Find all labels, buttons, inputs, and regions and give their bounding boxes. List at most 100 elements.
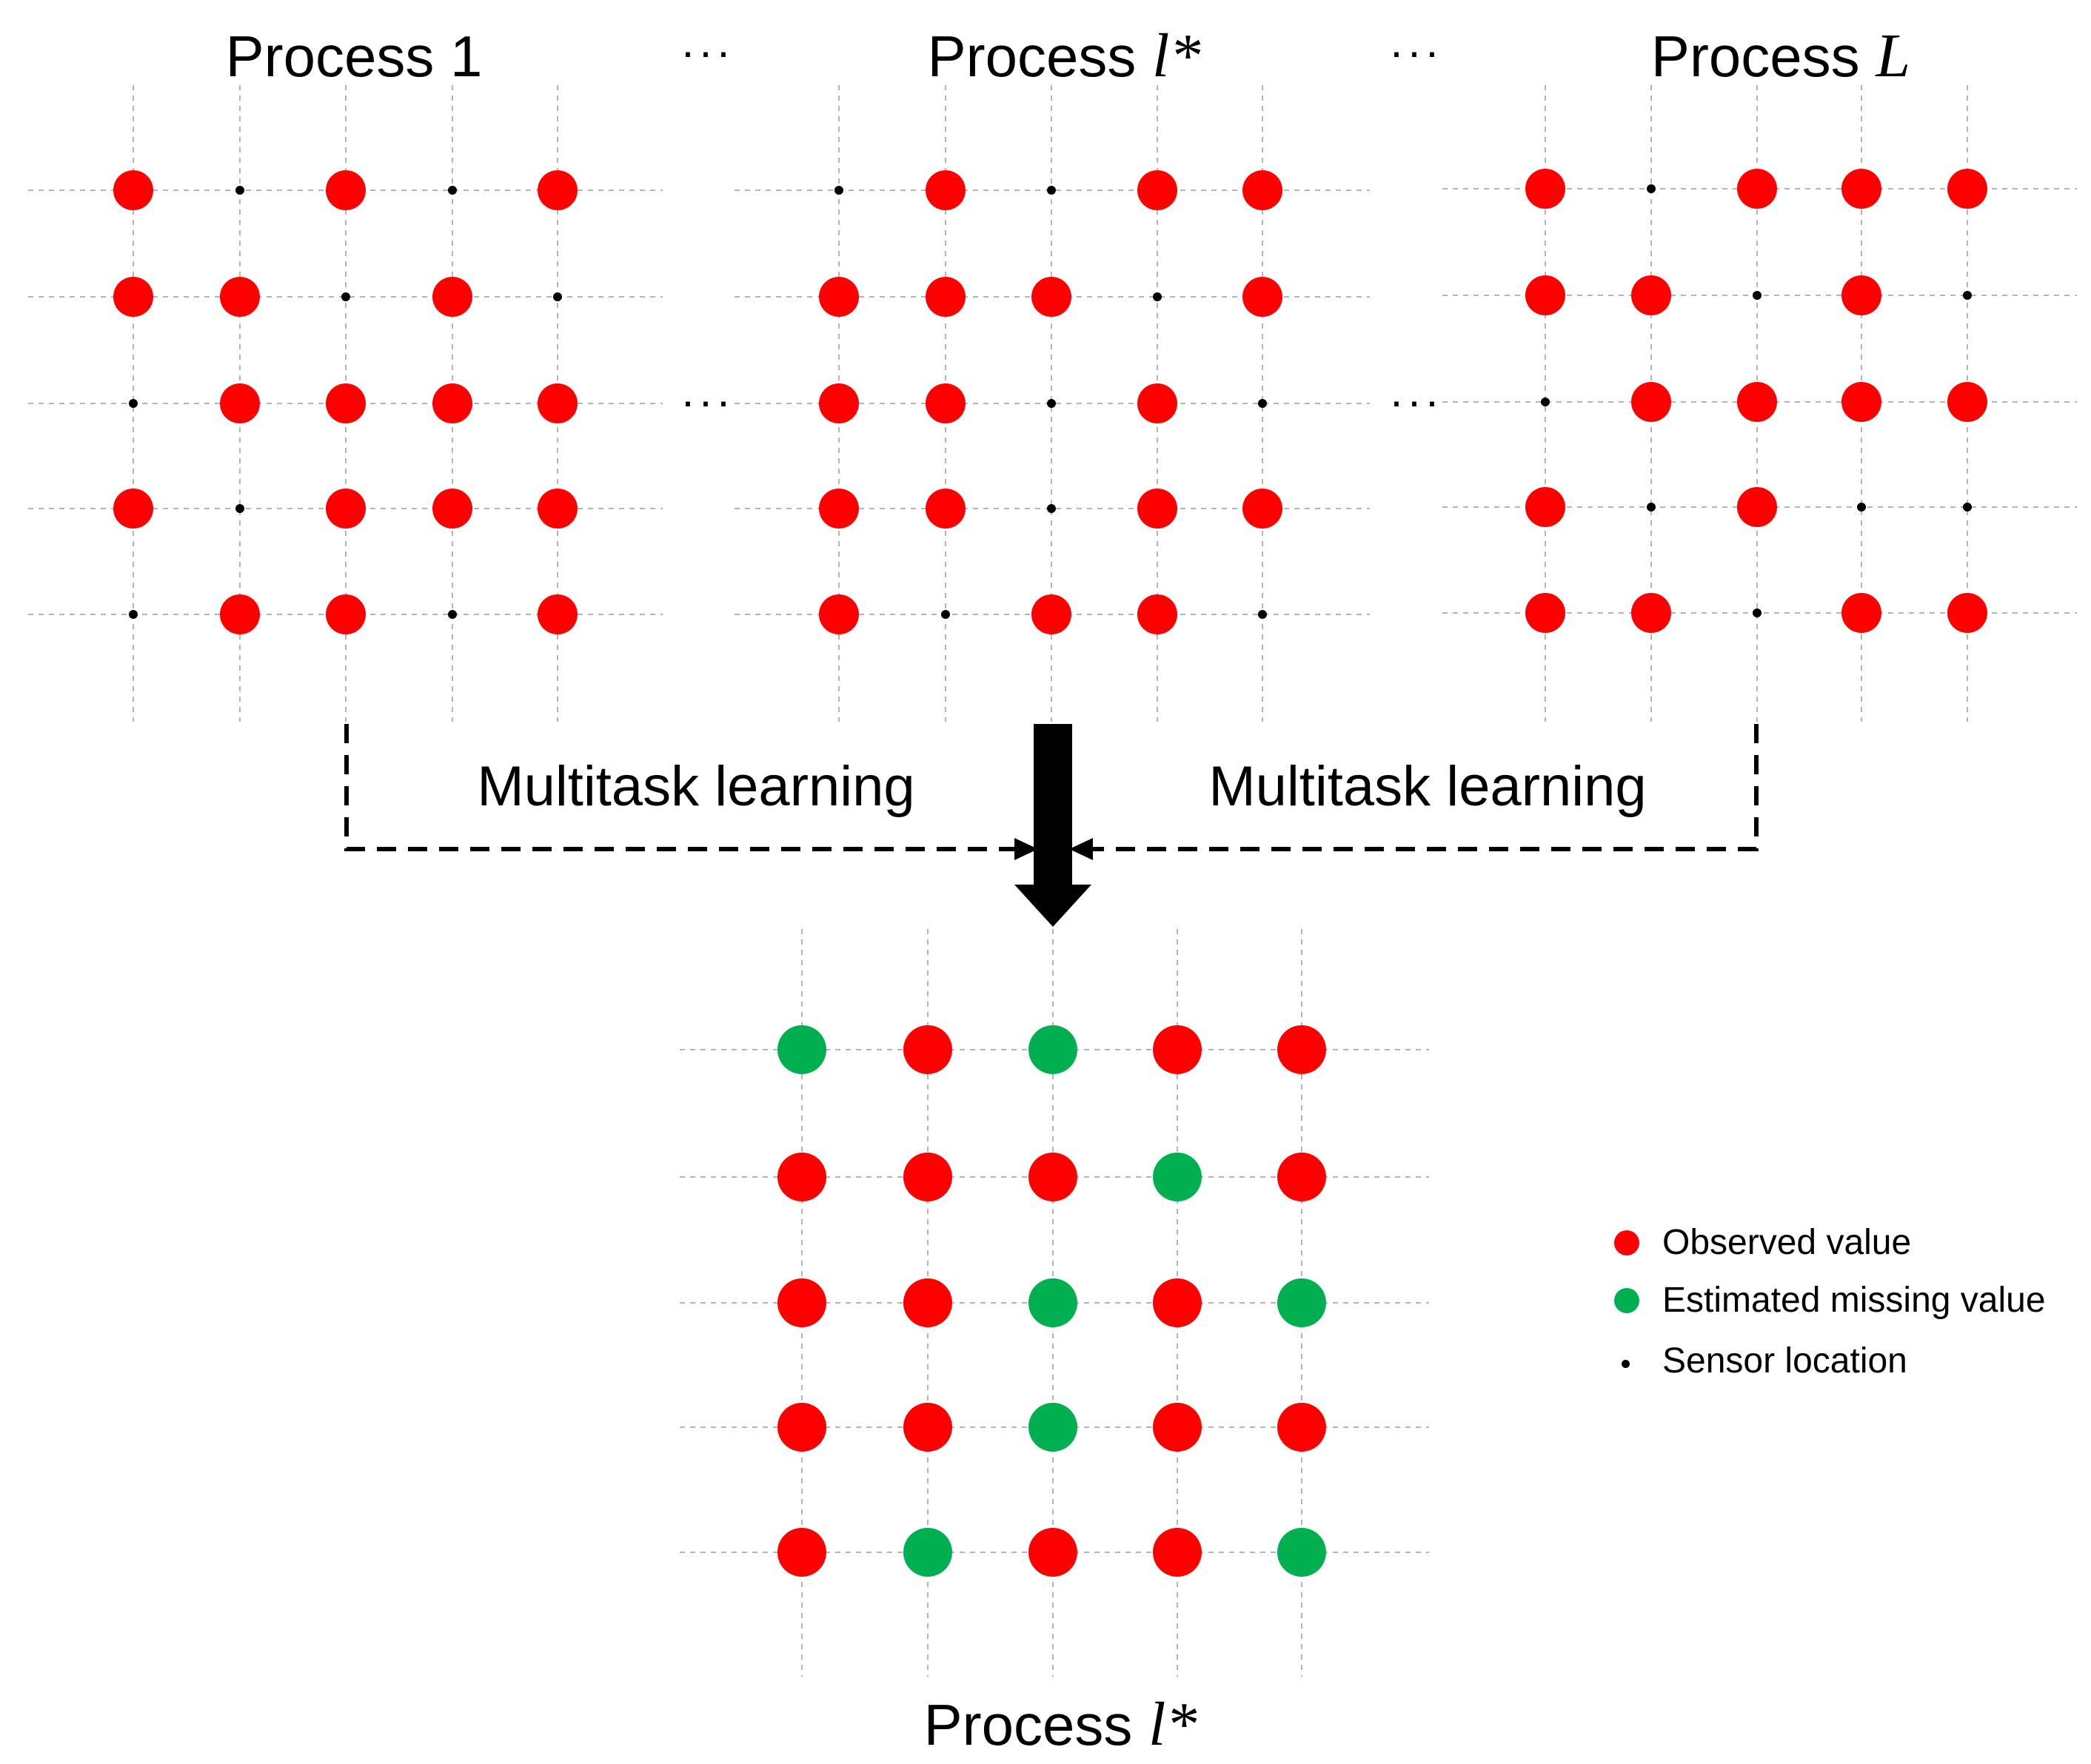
observed-point [777, 1153, 826, 1201]
sensor-point [235, 186, 244, 195]
sensor-point [448, 610, 457, 619]
observed-point [538, 383, 578, 423]
observed-point [819, 383, 859, 423]
observed-point [326, 594, 366, 634]
observed-point [1841, 275, 1881, 315]
observed-point [326, 489, 366, 529]
observed-point [113, 489, 153, 529]
legend-estimated-marker [1614, 1288, 1639, 1313]
title-result-process: Process l* [924, 1694, 1197, 1756]
ellipsis-top-1: ··· [680, 27, 734, 76]
dashed-arrow-right-head [1069, 838, 1093, 860]
sensor-point [1541, 398, 1550, 406]
ellipsis-mid-2: ··· [1389, 376, 1442, 426]
legend-observed-marker [1614, 1230, 1639, 1255]
observed-point [1242, 170, 1282, 210]
result-grid [680, 929, 1429, 1677]
observed-point [926, 489, 966, 529]
sensor-point [1258, 610, 1267, 619]
observed-point [1028, 1528, 1077, 1577]
observed-point [1277, 1153, 1326, 1201]
observed-point [1137, 170, 1177, 210]
observed-point [1525, 275, 1565, 315]
sensor-point [553, 292, 562, 301]
observed-point [1028, 1153, 1077, 1201]
sensor-point [235, 504, 244, 513]
sensor-point [1963, 503, 1972, 512]
observed-point [1947, 593, 1987, 633]
sensor-point [341, 292, 350, 301]
observed-point [432, 277, 472, 317]
observed-point [220, 594, 260, 634]
sensor-point [1047, 186, 1056, 195]
observed-point [538, 594, 578, 634]
observed-point [1137, 383, 1177, 423]
estimated-point [1028, 1403, 1077, 1452]
dashed-arrow-left [344, 724, 1018, 851]
observed-point [819, 489, 859, 529]
observed-point [1631, 275, 1671, 315]
estimated-point [1153, 1153, 1202, 1201]
observed-point [1737, 382, 1777, 422]
observed-point [220, 277, 260, 317]
observed-point [903, 1153, 952, 1201]
observed-point [1153, 1278, 1202, 1327]
estimated-point [1277, 1528, 1326, 1577]
observed-point [1841, 169, 1881, 209]
sensor-point [1647, 184, 1656, 193]
ellipsis-top-2: ··· [1389, 27, 1442, 76]
flow-layer [344, 724, 1759, 927]
observed-point [113, 277, 153, 317]
observed-point [1153, 1403, 1202, 1452]
sensor-point [1153, 292, 1162, 301]
observed-point [1277, 1403, 1326, 1452]
dashed-arrow-right [1090, 724, 1759, 851]
observed-point [326, 383, 366, 423]
estimated-point [903, 1528, 952, 1577]
observed-point [1137, 594, 1177, 634]
observed-point [1525, 169, 1565, 209]
observed-point [1242, 277, 1282, 317]
observed-point [1737, 487, 1777, 527]
observed-point [1631, 382, 1671, 422]
main-arrow-head [1014, 885, 1091, 927]
observed-point [1242, 489, 1282, 529]
sensor-point [941, 610, 950, 619]
observed-point [926, 170, 966, 210]
process-lstar-grid [735, 85, 1370, 722]
process-L-grid [1442, 85, 2077, 722]
title-process-L-text: Process [1650, 24, 1876, 89]
observed-point [903, 1025, 952, 1074]
title-process-1: Process 1 [226, 25, 483, 87]
estimated-point [1028, 1025, 1077, 1074]
sensor-point [1258, 399, 1267, 408]
sensor-point [1857, 503, 1866, 512]
dashed-arrow-left-head [1014, 838, 1038, 860]
main-arrow-shaft [1034, 724, 1072, 887]
observed-point [926, 277, 966, 317]
title-process-lstar-math: l* [1152, 21, 1201, 90]
observed-point [903, 1278, 952, 1327]
observed-point [819, 594, 859, 634]
observed-point [1277, 1025, 1326, 1074]
estimated-point [1028, 1278, 1077, 1327]
legend-sensor-label: Sensor location [1662, 1341, 1907, 1381]
observed-point [819, 277, 859, 317]
observed-point [1525, 593, 1565, 633]
sensor-point [448, 186, 457, 195]
grid-layer [28, 85, 2077, 1677]
process-1-grid [28, 85, 663, 722]
estimated-point [777, 1025, 826, 1074]
observed-point [538, 489, 578, 529]
title-process-L: Process L [1651, 25, 1910, 87]
observed-point [926, 383, 966, 423]
sensor-point [1753, 608, 1762, 617]
legend-sensor-marker [1622, 1360, 1630, 1368]
observed-point [538, 170, 578, 210]
sensor-point [1047, 399, 1056, 408]
observed-point [1031, 277, 1071, 317]
observed-point [1137, 489, 1177, 529]
title-result-text: Process [923, 1692, 1149, 1757]
observed-point [1153, 1528, 1202, 1577]
